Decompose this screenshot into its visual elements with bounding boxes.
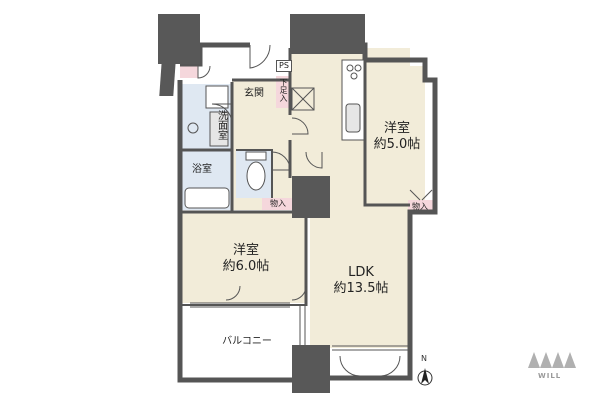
label-ldk: LDK 約13.5帖 <box>326 265 396 298</box>
bathtub <box>184 187 230 209</box>
logo-text: WILL <box>538 372 562 380</box>
north-label: N <box>421 354 427 363</box>
washroom-fixtures <box>187 85 229 147</box>
wall-room1-left <box>363 60 410 207</box>
pillars <box>158 14 365 393</box>
pillar-top-left <box>158 14 200 64</box>
doors <box>197 44 433 377</box>
western-room-1-name: 洋室 <box>383 121 410 136</box>
pillar-bottom <box>292 345 330 393</box>
western-room-2-name: 洋室 <box>232 243 259 258</box>
toilet-fixture <box>245 151 267 191</box>
ldk-size: 約13.5帖 <box>333 281 389 297</box>
label-bathroom: 浴室 <box>192 164 212 175</box>
western-room-1-size: 約5.0帖 <box>373 137 421 153</box>
western-room-2-size: 約6.0帖 <box>222 259 270 275</box>
label-shoe-box: 下足入 <box>279 78 288 102</box>
entrance-hatch <box>291 87 315 111</box>
label-entrance: 玄関 <box>244 88 264 99</box>
label-storage-1: 物入 <box>412 202 428 211</box>
kitchen-counter <box>341 59 365 141</box>
north-arrow-icon <box>417 368 433 386</box>
sliding-doors <box>190 302 410 351</box>
pillar-center <box>292 176 330 218</box>
pillar-top-mid <box>290 14 365 54</box>
label-balcony: バルコニー <box>222 336 272 347</box>
label-storage-2: 物入 <box>270 199 286 208</box>
label-western-room-2: 洋室 約6.0帖 <box>216 243 276 276</box>
label-washroom: 洗面室 <box>215 110 227 140</box>
pillar-left-edge <box>159 56 177 96</box>
floor-entrance-pink <box>180 66 198 78</box>
floor-shoe-box-pink <box>276 76 290 108</box>
label-western-room-1: 洋室 約5.0帖 <box>372 121 422 154</box>
floor-storage-2-pink <box>262 198 292 210</box>
wall-toilet <box>236 149 273 198</box>
floor-storage-1-pink <box>408 200 433 212</box>
floor-balcony <box>182 306 292 378</box>
floor-western-room-2 <box>182 213 306 303</box>
will-logo-icon <box>528 352 576 368</box>
label-ps: PS <box>276 60 292 72</box>
ldk-name: LDK <box>348 265 374 280</box>
